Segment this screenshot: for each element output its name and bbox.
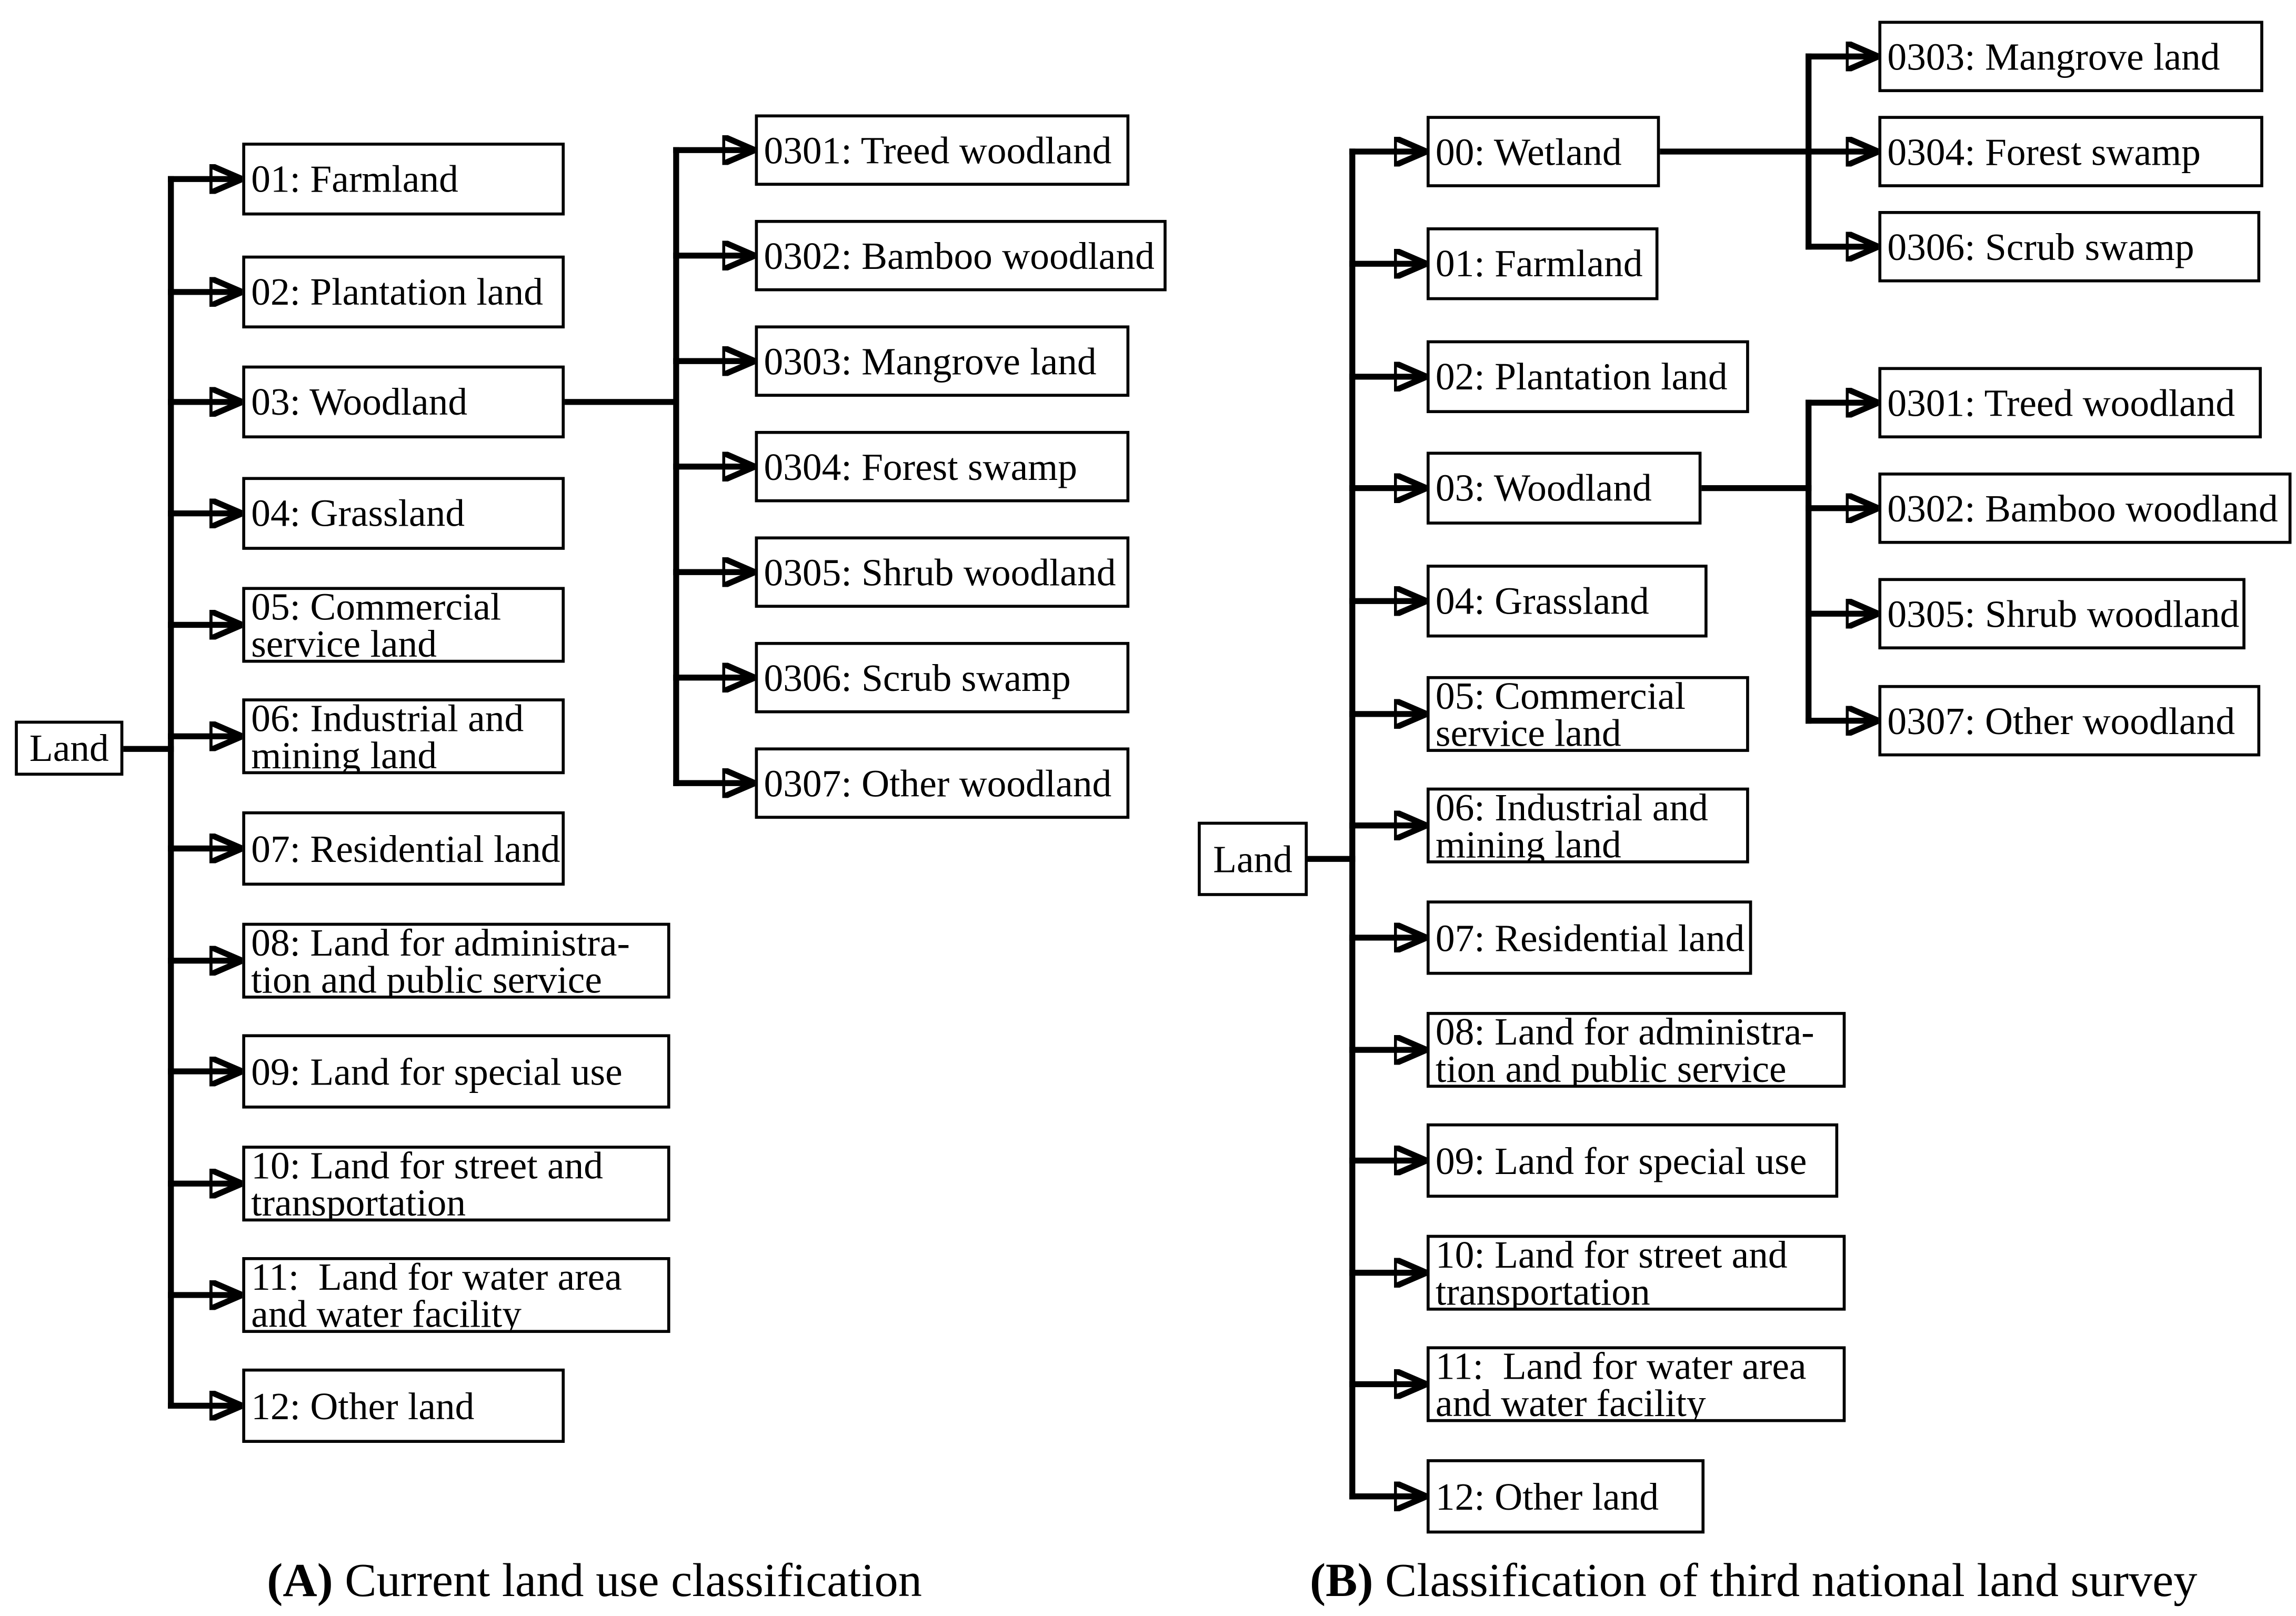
tree-node: 10: Land for street and transportation [1426, 1234, 1846, 1311]
panel-b-caption-label: (B) [1309, 1552, 1373, 1607]
tree-node: 0305: Shrub woodland [755, 536, 1130, 608]
panel-b-caption-text: Classification of third national land su… [1373, 1552, 2198, 1607]
panel-a-caption-text: Current land use classification [333, 1552, 922, 1607]
tree-node: 12: Other land [1426, 1459, 1705, 1534]
tree-node: 09: Land for special use [1426, 1123, 1839, 1198]
tree-node: 10: Land for street and transportation [242, 1146, 670, 1222]
tree-node: 0302: Bamboo woodland [755, 219, 1167, 292]
tree-node: 02: Plantation land [1426, 340, 1749, 414]
tree-node: 08: Land for administra- tion and public… [242, 922, 670, 999]
tree-node: 03: Woodland [242, 365, 565, 439]
panel-b-caption: (B) Classification of third national lan… [1234, 1551, 2274, 1608]
panel-a-caption: (A) Current land use classification [148, 1551, 1040, 1608]
tree-node: 12: Other land [242, 1368, 565, 1443]
tree-node: 0306: Scrub swamp [755, 641, 1130, 714]
tree-node: 03: Woodland [1426, 451, 1702, 525]
tree-node: 07: Residential land [1426, 900, 1752, 975]
root-node: Land [15, 720, 124, 776]
tree-node: 05: Commercial service land [242, 587, 565, 663]
tree-node: 0301: Treed woodland [1878, 367, 2262, 439]
tree-node: 02: Plantation land [242, 255, 565, 329]
tree-node: 00: Wetland [1426, 116, 1660, 187]
tree-node: 0307: Other woodland [755, 747, 1130, 819]
tree-node: 11: Land for water area and water facili… [242, 1257, 670, 1333]
tree-node: 01: Farmland [1426, 227, 1659, 300]
tree-node: 0306: Scrub swamp [1878, 210, 2261, 283]
tree-node: 0303: Mangrove land [1878, 21, 2263, 93]
tree-node: 0302: Bamboo woodland [1878, 473, 2292, 544]
tree-node: 0304: Forest swamp [755, 430, 1130, 503]
tree-node: 0301: Treed woodland [755, 114, 1130, 186]
tree-node: 0307: Other woodland [1878, 685, 2261, 757]
tree-node: 01: Farmland [242, 143, 565, 216]
tree-node: 11: Land for water area and water facili… [1426, 1346, 1846, 1422]
tree-node: 04: Grassland [1426, 565, 1708, 638]
tree-node: 07: Residential land [242, 811, 565, 886]
tree-node: 06: Industrial and mining land [242, 698, 565, 775]
root-node: Land [1198, 821, 1308, 896]
tree-node: 0303: Mangrove land [755, 325, 1130, 397]
tree-node: 0305: Shrub woodland [1878, 578, 2245, 650]
tree-node: 09: Land for special use [242, 1034, 670, 1109]
tree-node: 06: Industrial and mining land [1426, 787, 1749, 864]
panel-a-caption-label: (A) [267, 1552, 333, 1607]
tree-node: 04: Grassland [242, 477, 565, 550]
tree-node: 05: Commercial service land [1426, 676, 1749, 752]
tree-node: 0304: Forest swamp [1878, 116, 2263, 187]
tree-node: 08: Land for administra- tion and public… [1426, 1012, 1846, 1088]
